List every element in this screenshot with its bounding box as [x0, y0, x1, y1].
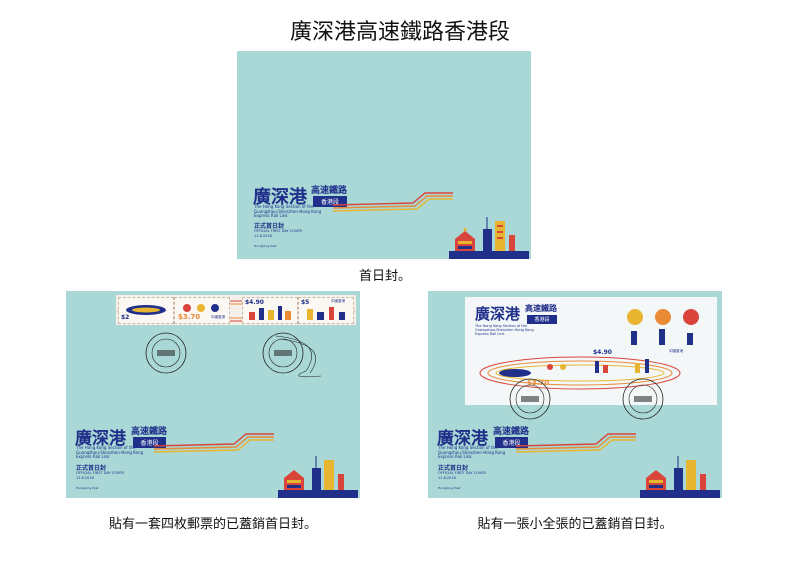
fdc-label-en: OFFICIAL FIRST DAY COVER	[76, 471, 124, 475]
postmark-right	[622, 378, 664, 420]
landmark-buildings-graphic	[449, 217, 529, 259]
stamp-4-value: $5	[301, 299, 310, 306]
rail-swoosh-graphic	[154, 433, 274, 453]
brand-sub-box: 香港段	[495, 437, 528, 448]
sheet-brand-sub-box: 香港段	[527, 315, 557, 324]
brand-english: The Hong Kong Section of the Guangzhou-S…	[76, 445, 144, 460]
sheet-brand-main: 廣深港	[475, 305, 521, 323]
stamp-1: $2	[118, 297, 174, 324]
stamp-1-art	[126, 305, 166, 315]
stamp-4-country: 中國香港	[331, 299, 345, 303]
sheet-stamp-loop	[479, 356, 681, 390]
stamp-2-value: $3.70	[178, 313, 201, 321]
sheet-brand-sub-title: 高速鐵路	[525, 304, 557, 313]
first-day-cover-plain: 廣深港 高速鐵路 香港段 The Hong Kong Section of th…	[237, 51, 531, 259]
caption-bottom-left: 貼有一套四枚郵票的已蓋銷首日封。	[108, 517, 317, 532]
fdc-date: 11.6.2018	[254, 234, 272, 238]
brand-main-title: 廣深港	[75, 429, 126, 449]
cover-footer: Hongkong Post	[438, 486, 461, 490]
caption-bottom-right: 貼有一張小全張的已蓋銷首日封。	[477, 517, 673, 532]
sheet-value-2: $3.70	[527, 379, 550, 387]
fdc-label-en: OFFICIAL FIRST DAY COVER	[438, 471, 486, 475]
rail-swoosh-graphic	[516, 433, 636, 453]
brand-sub-title: 高速鐵路	[493, 427, 530, 437]
stamp-3-value: $4.90	[245, 299, 264, 306]
postmark-left	[145, 332, 187, 374]
stamp-2-country: 中國香港	[211, 315, 225, 319]
caption-top: 首日封。	[358, 269, 411, 284]
brand-english: The Hong Kong Section of the Guangzhou-S…	[254, 204, 322, 219]
fdc-label-zh: 正式首日封	[254, 223, 285, 230]
stamp-1-value: $2	[121, 314, 130, 321]
rail-swoosh-graphic	[333, 192, 453, 212]
landmark-buildings-graphic	[278, 456, 358, 498]
brand-sub-title: 高速鐵路	[311, 186, 348, 196]
brand-sub-box: 香港段	[133, 437, 166, 448]
fdc-date: 11.6.2018	[438, 476, 456, 480]
sheet-brand-english: The Hong Kong Section of the Guangzhou-S…	[475, 324, 534, 337]
brand-main-title: 廣深港	[437, 429, 488, 449]
cover-footer: Hongkong Post	[254, 244, 277, 248]
postmark-left	[509, 378, 551, 420]
fdc-label-zh: 正式首日封	[438, 465, 469, 472]
landmark-buildings-graphic	[640, 456, 720, 498]
stamp-2-art	[183, 304, 219, 312]
page-title: 廣深港高速鐵路香港段	[289, 20, 510, 45]
postmark-right	[262, 332, 304, 374]
stamp-strip: $2 $3.70 中國香港 $4.90	[116, 295, 356, 325]
brand-english: The Hong Kong Section of the Guangzhou-S…	[438, 445, 506, 460]
sheet-value-3: $4.90	[593, 349, 612, 356]
stamp-4-art	[307, 307, 345, 320]
fdc-label-zh: 正式首日封	[76, 465, 107, 472]
fdc-date: 11.6.2018	[76, 476, 94, 480]
sheet-landmark-icons	[627, 309, 699, 345]
sheet-country: 中國香港	[669, 349, 683, 353]
brand-main-title: 廣深港	[253, 187, 307, 208]
first-day-cover-souvenir-sheet: 廣深港 高速鐵路 香港段 The Hong Kong Section of th…	[428, 291, 722, 498]
fdc-label-en: OFFICIAL FIRST DAY COVER	[254, 229, 302, 233]
brand-sub-title: 高速鐵路	[131, 427, 168, 437]
cover-footer: Hongkong Post	[76, 486, 99, 490]
stamp-3: $4.90	[242, 297, 298, 324]
cancellation-swirl	[275, 335, 322, 378]
stamp-3-art	[249, 306, 291, 320]
stamp-2: $3.70 中國香港	[174, 297, 230, 324]
souvenir-sheet: 廣深港 高速鐵路 香港段 The Hong Kong Section of th…	[465, 297, 717, 405]
brand-sub-box: 香港段	[313, 196, 347, 207]
first-day-cover-stamps: $2 $3.70 中國香港 $4.90	[66, 291, 360, 498]
stamp-4: $5 中國香港	[298, 297, 354, 324]
